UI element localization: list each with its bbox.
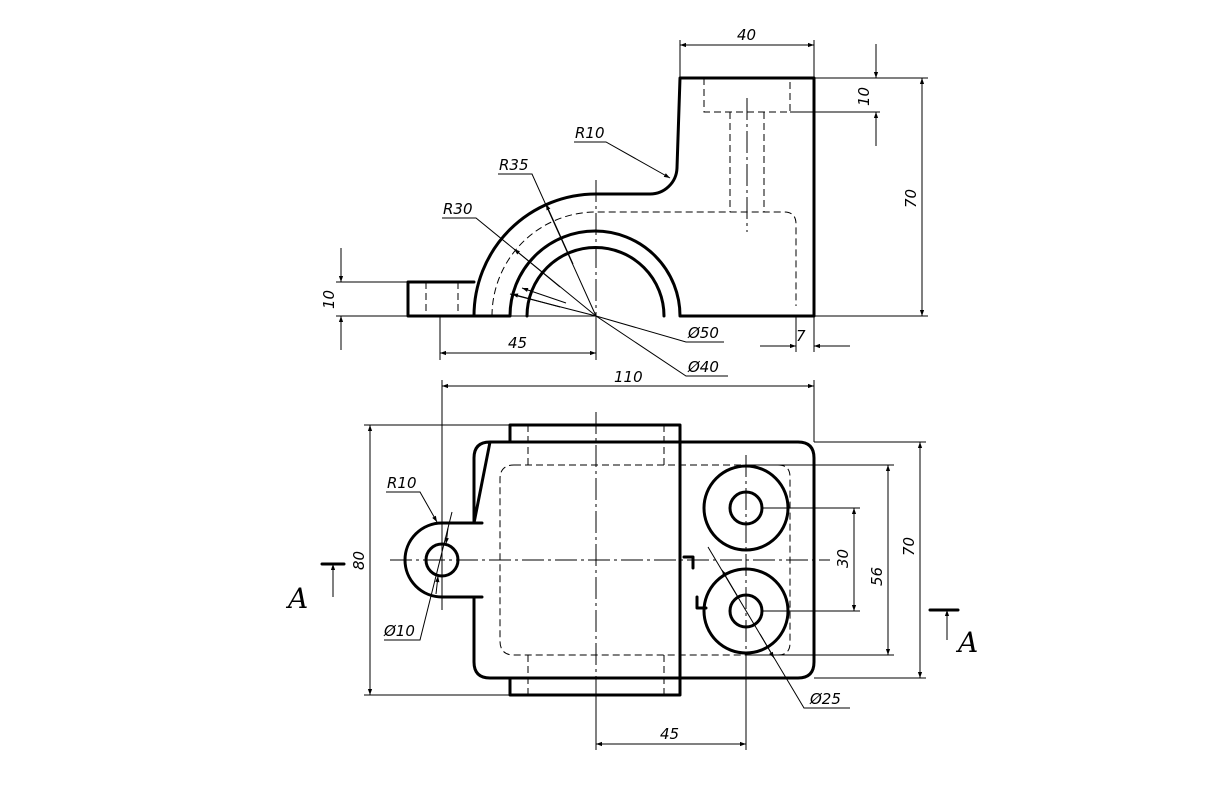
d40-text: Ø40 [687,358,719,376]
left-tab [406,280,476,318]
dim-45-top-text: 45 [660,725,679,743]
r35-text: R35 [499,156,529,174]
d40-arrow [511,293,561,308]
dim-70-text: 70 [902,189,920,208]
hidden-hole [729,112,765,212]
top-d10-text: Ø10 [383,622,415,640]
front-view: 40 10 70 R10 R35 R30 Ø40 Ø50 10 [320,26,928,377]
section-cut-right [695,595,708,610]
dim-10-left-text: 10 [320,290,338,309]
r35-leader [498,173,597,317]
r30-arrow [513,248,561,288]
top-d10-leader [384,511,453,641]
dim-70-ext [814,77,928,317]
dim-80-text: 80 [350,551,368,570]
d50-text: Ø50 [687,324,719,342]
top-d25-text: Ø25 [809,690,841,708]
r30-text: R30 [443,200,473,218]
top-d25-arrow [759,633,775,659]
section-mark-right: A [928,608,978,659]
r35-arrow [545,203,574,265]
top-outline [472,440,816,680]
dim-7-text: 7 [796,327,806,345]
section-cut-left [682,555,695,570]
d50-arrow [521,287,567,304]
section-label-right: A [955,626,978,659]
front-outline [472,76,816,318]
dim-30-ext [762,507,860,612]
r10-leader [574,141,671,179]
dim-80-ext [364,424,510,696]
dim-110-text: 110 [614,368,643,386]
top-view: 110 80 R10 Ø10 30 56 70 Ø25 45 [285,368,978,750]
dim-10-top-text: 10 [855,87,873,106]
r10-text: R10 [575,124,605,142]
dim-45-front-text: 45 [508,334,527,352]
dim-56-text: 56 [868,567,886,586]
dim-40-text: 40 [737,26,756,44]
top-d10-arrow-a [444,527,449,545]
top-d10-arrow-b [435,575,440,595]
dim-110-ext [441,380,815,610]
top-d25-arrow-b [721,569,739,598]
d50-leader [595,315,724,343]
section-label-left: A [285,582,308,615]
dim-10-left-ext [336,281,408,317]
dim-30-text: 30 [834,549,852,568]
dim-45-top-ext [595,653,747,750]
top-r10-text: R10 [387,474,417,492]
dim-70-top-ext [814,441,926,679]
dim-70-top-text: 70 [900,537,918,556]
top-d25-leader [707,546,850,709]
top-r10-leader [386,491,438,523]
dim-40-ext [679,40,815,78]
section-mark-left: A [285,562,346,615]
hidden-arc [491,211,797,317]
hidden-tab-hole [425,282,459,316]
